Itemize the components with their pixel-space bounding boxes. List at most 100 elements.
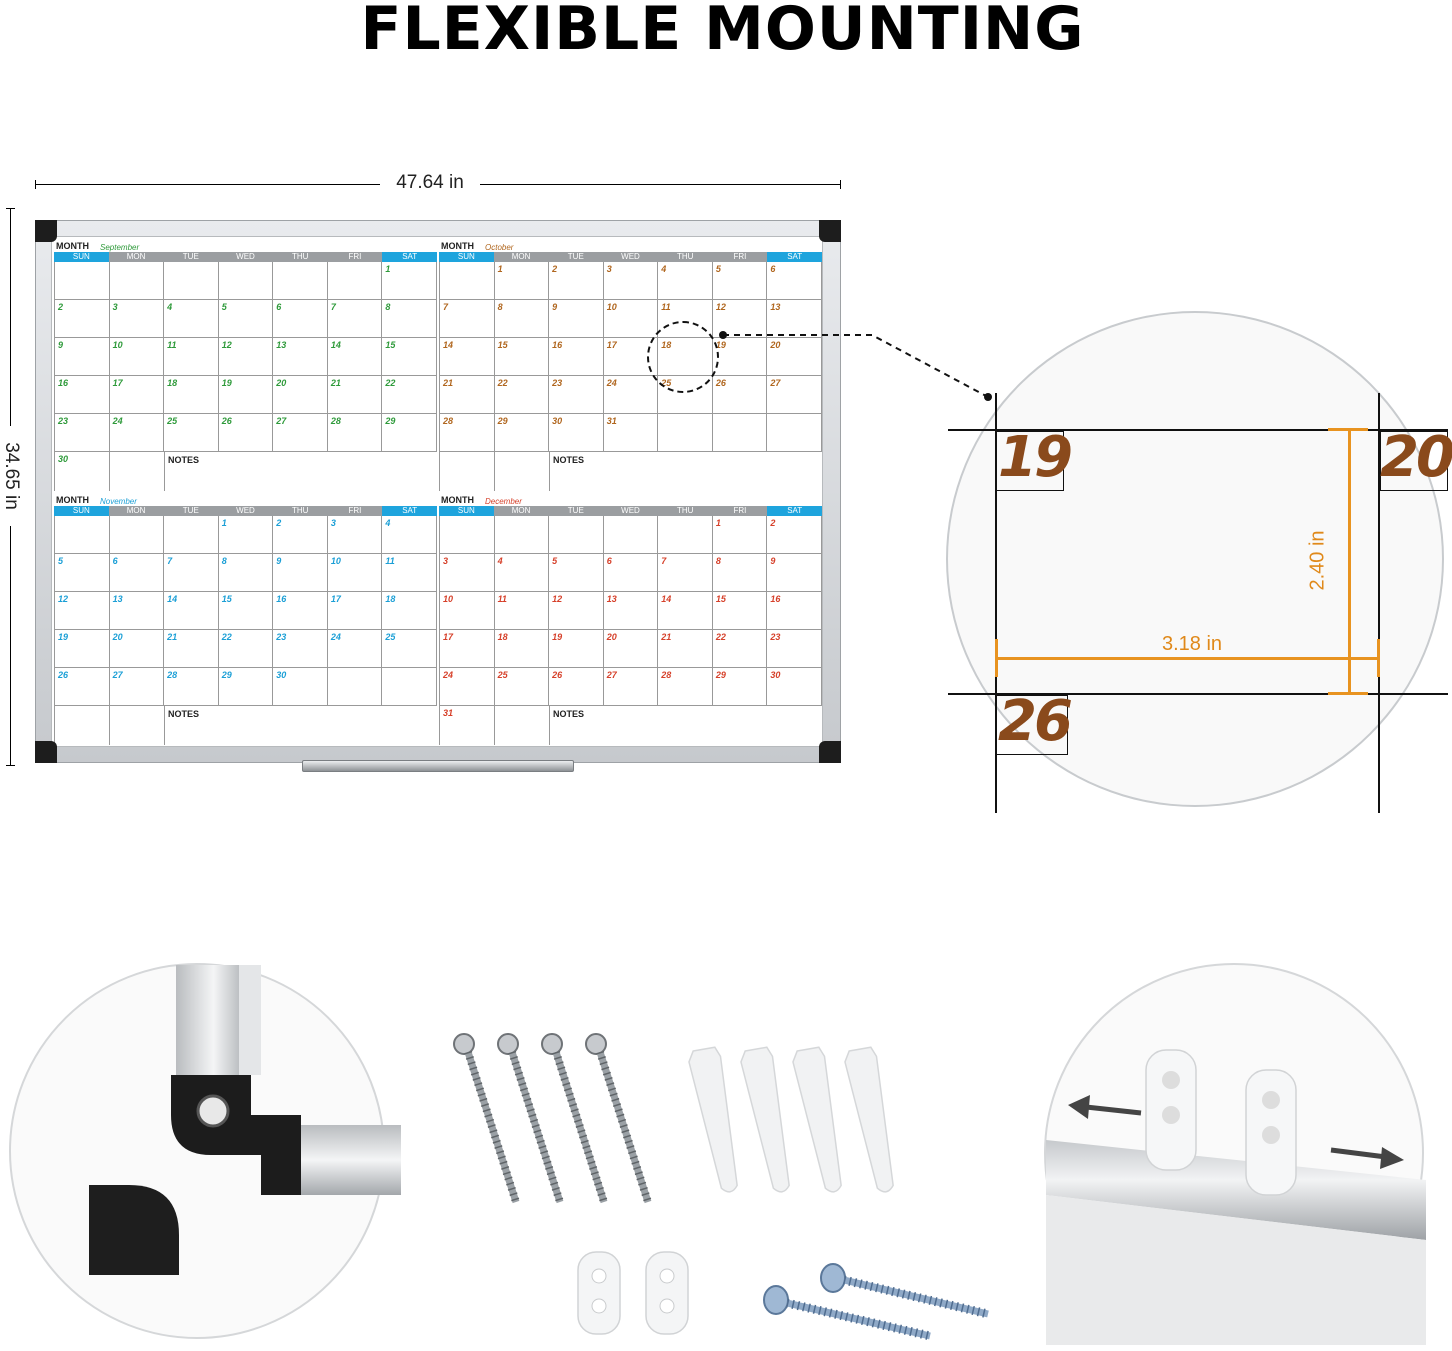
day-number: 20 xyxy=(606,632,617,642)
day-number: 15 xyxy=(385,340,396,350)
weekday-thu: THU xyxy=(272,252,328,262)
day-number: 11 xyxy=(497,594,507,604)
day-number: 2 xyxy=(770,518,776,528)
hook-right xyxy=(1245,1069,1297,1196)
day-number: 14 xyxy=(443,340,454,350)
weekday-sun: SUN xyxy=(54,506,109,516)
day-cell: 29 xyxy=(218,668,274,706)
short-screws-icon xyxy=(763,1263,990,1341)
day-number: 9 xyxy=(770,556,776,566)
weekday-thu: THU xyxy=(272,506,328,516)
day-number: 22 xyxy=(497,378,508,388)
corner-cap-icon xyxy=(819,741,841,763)
day-cell: 13 xyxy=(109,592,165,630)
day-number: 5 xyxy=(552,556,558,566)
day-number: 21 xyxy=(330,378,341,388)
day-number: 19 xyxy=(552,632,563,642)
day-number: 10 xyxy=(330,556,341,566)
day-cell: 6 xyxy=(273,300,328,338)
day-cell: 13 xyxy=(767,300,822,338)
day-number: 13 xyxy=(606,594,617,604)
day-cell xyxy=(164,262,219,300)
day-number: 8 xyxy=(715,556,721,566)
day-number: 9 xyxy=(58,340,64,350)
day-cell: 21 xyxy=(164,630,219,668)
day-number: 16 xyxy=(552,340,563,350)
day-cell: 14 xyxy=(658,592,713,630)
day-cell: 12 xyxy=(712,300,768,338)
day-cell: 29 xyxy=(494,414,550,452)
day-number: 13 xyxy=(770,302,781,312)
day-cell: 1 xyxy=(712,516,768,554)
day-number: 9 xyxy=(276,556,282,566)
month-name: October xyxy=(485,243,514,252)
day-cell xyxy=(55,516,110,554)
day-number: 23 xyxy=(552,378,563,388)
day-number: 6 xyxy=(276,302,282,312)
day-cell: 10 xyxy=(603,300,659,338)
weekday-sat: SAT xyxy=(767,252,823,262)
weekday-tue: TUE xyxy=(163,252,219,262)
day-number: 4 xyxy=(661,264,667,274)
day-number: 18 xyxy=(497,632,508,642)
day-number: 31 xyxy=(443,708,454,718)
day-cell: 26 xyxy=(712,376,768,414)
day-cell: 14 xyxy=(164,592,219,630)
sliding-hooks-icon xyxy=(1046,1049,1426,1345)
day-number: 23 xyxy=(770,632,781,642)
day-cell: 9 xyxy=(55,338,110,376)
day-number: 17 xyxy=(606,340,617,350)
day-cell: 26 xyxy=(218,414,274,452)
day-cell xyxy=(327,668,383,706)
day-number: 23 xyxy=(276,632,287,642)
day-cell: 12 xyxy=(549,592,604,630)
weekday-tue: TUE xyxy=(548,506,604,516)
zoom-width-label: 3.18 in xyxy=(1162,633,1223,655)
corner-cap-icon xyxy=(819,220,841,242)
day-number: 3 xyxy=(330,518,336,528)
rail-detail-circle xyxy=(1044,963,1426,1345)
day-number: 9 xyxy=(552,302,558,312)
day-number: 15 xyxy=(221,594,232,604)
day-number: 12 xyxy=(58,594,69,604)
month-name: December xyxy=(485,497,522,506)
weekday-wed: WED xyxy=(603,252,658,262)
day-cell: 22 xyxy=(382,376,437,414)
day-number: 27 xyxy=(606,670,617,680)
day-cell: 2 xyxy=(767,516,822,554)
day-number: 19 xyxy=(715,340,726,350)
day-cell: 10 xyxy=(109,338,165,376)
day-cell: 4 xyxy=(164,300,219,338)
day-cell xyxy=(712,414,768,452)
day-number: 17 xyxy=(112,378,123,388)
day-number: 26 xyxy=(715,378,726,388)
corner-cap-icon xyxy=(35,741,57,763)
day-number: 25 xyxy=(385,632,396,642)
corner-cap-icon xyxy=(35,220,57,242)
weekday-sun: SUN xyxy=(439,252,494,262)
day-cell: 7 xyxy=(440,300,495,338)
weekday-tue: TUE xyxy=(548,252,604,262)
right-arrow-icon xyxy=(1330,1147,1404,1169)
weekday-wed: WED xyxy=(218,506,273,516)
notes-row: NOTES xyxy=(54,706,437,745)
day-cell: 25 xyxy=(164,414,219,452)
day-number: 7 xyxy=(330,302,336,312)
day-cell: 7 xyxy=(327,300,383,338)
day-cell: 22 xyxy=(218,630,274,668)
day-cell: 21 xyxy=(440,376,495,414)
day-cell: 13 xyxy=(603,592,659,630)
day-cell xyxy=(273,262,328,300)
day-number: 23 xyxy=(58,416,69,426)
day-number: 29 xyxy=(715,670,726,680)
day-number: 8 xyxy=(497,302,503,312)
notes-row: NOTES xyxy=(439,452,822,491)
day-cell xyxy=(164,516,219,554)
